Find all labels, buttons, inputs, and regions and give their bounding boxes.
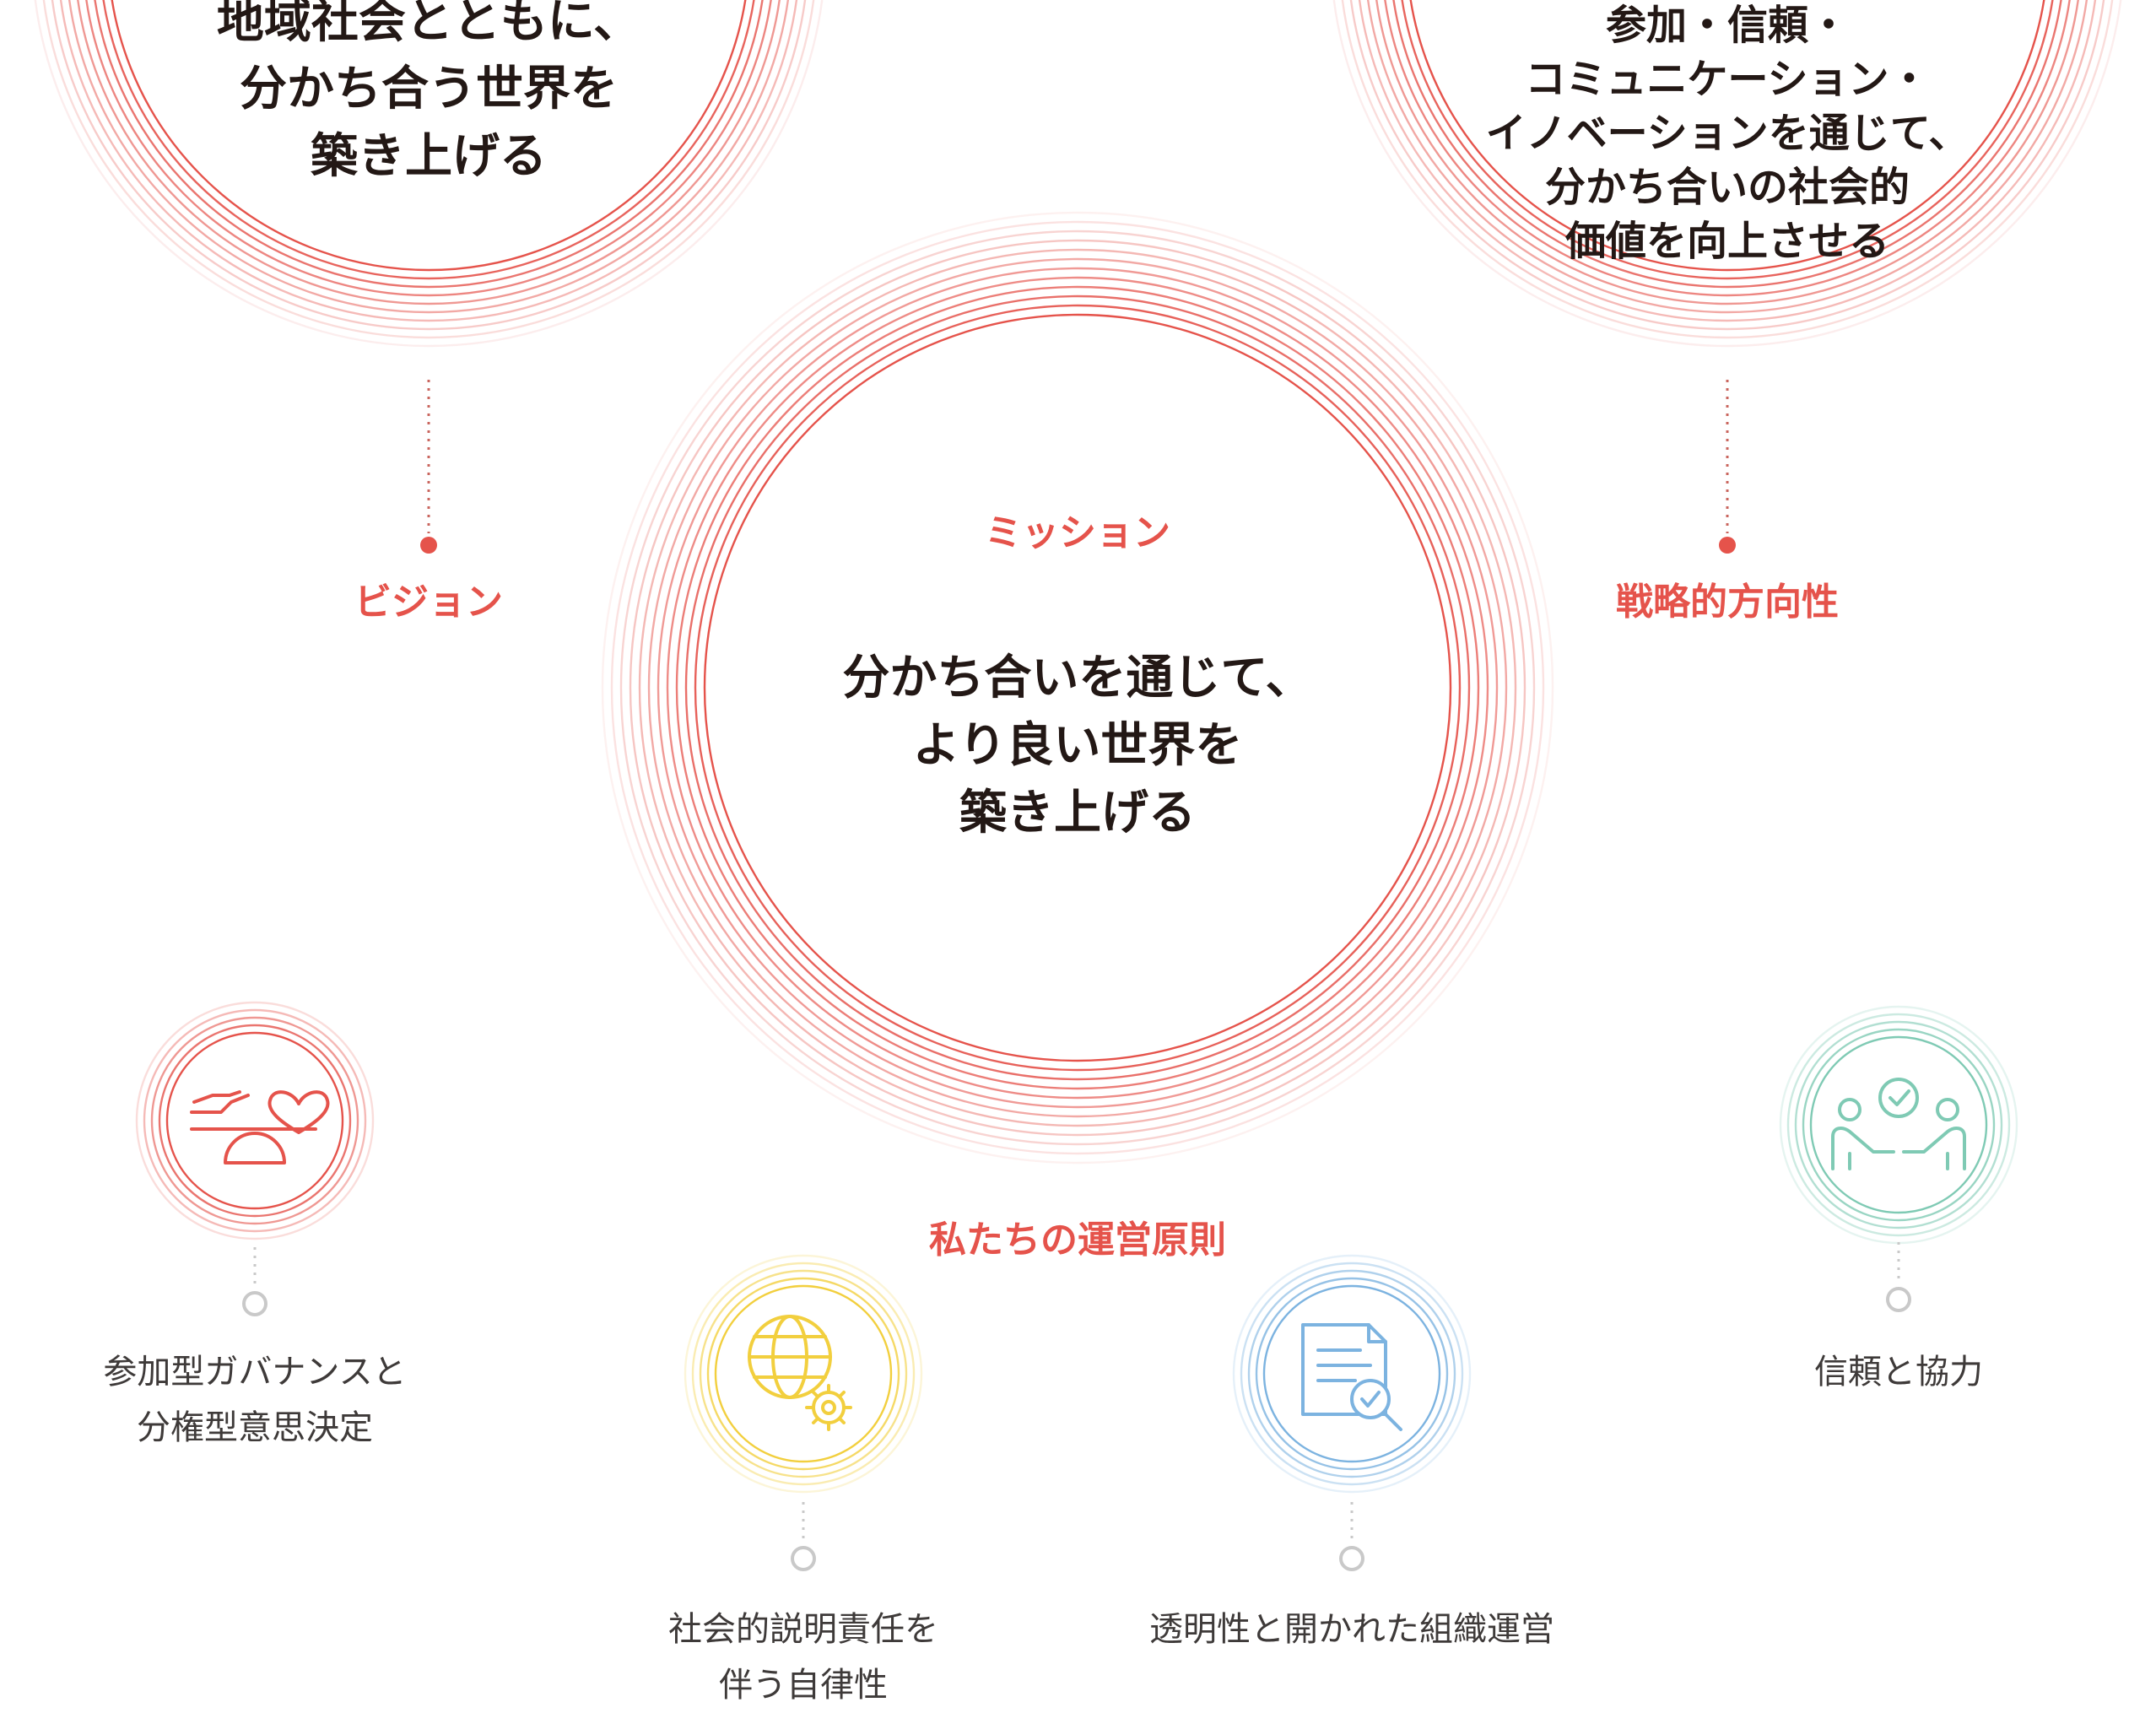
strategy-heading: 戦略的方向性	[1616, 581, 1839, 624]
hand-heart-scale-icon	[190, 1090, 330, 1165]
mission-statement: 分かち合いを通じて、 より良い世界を 築き上げる	[842, 651, 1313, 840]
principle-1-label: 参加型ガバナンスと 分権型意思決定	[103, 1353, 407, 1447]
principle-2-connector	[791, 1502, 816, 1571]
strategy-connector	[1719, 380, 1736, 554]
vision-statement: 地域社会とともに、 分かち合う世界を 築き上げる	[216, 0, 641, 184]
mission-rings	[601, 211, 1554, 1165]
people-handshake-icon	[1831, 1078, 1966, 1170]
principle-3-label: 透明性と開かれた組織運営	[1149, 1610, 1554, 1649]
strategy-statement: 参加・信頼・ コミュニケーション・ イノベーションを通じて、 分かち合いの社会的…	[1485, 2, 1970, 265]
principle-2-label: 社会的説明責任を 伴う自律性	[668, 1610, 938, 1705]
document-search-icon	[1301, 1323, 1402, 1431]
principle-3-connector	[1339, 1502, 1364, 1571]
mission-heading: ミッション	[985, 511, 1170, 554]
strategy-rings	[1332, 0, 2122, 348]
vision-connector	[420, 380, 437, 554]
principle-4-connector	[1886, 1242, 1911, 1312]
principle-4-rings	[1779, 1005, 2018, 1245]
vision-heading: ビジョン	[354, 581, 503, 624]
principle-3-rings	[1232, 1254, 1472, 1494]
principle-1-rings	[135, 1001, 375, 1240]
principle-2-rings	[684, 1254, 923, 1494]
vision-rings	[34, 0, 824, 348]
principles-heading: 私たちの運営原則	[929, 1219, 1226, 1262]
principle-4-label: 信頼と協力	[1814, 1353, 1983, 1391]
globe-gear-icon	[748, 1315, 852, 1431]
principle-1-connector	[242, 1247, 267, 1316]
ring-layer	[34, 0, 2122, 1494]
